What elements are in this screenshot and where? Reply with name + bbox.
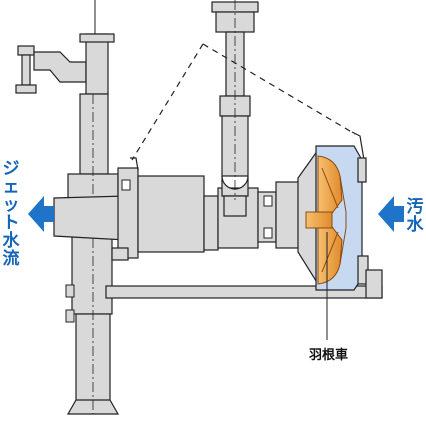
dirty-water-label: 汚水 xyxy=(406,197,424,235)
body-bolts xyxy=(121,179,273,239)
dirty-water-arrow xyxy=(378,196,404,232)
jet-nozzle xyxy=(53,195,127,241)
lift-hook-right xyxy=(351,131,365,161)
impeller-label: 羽根車 xyxy=(309,348,349,363)
lift-hook-left xyxy=(130,157,139,171)
riser-column xyxy=(66,93,120,415)
jet-flow-arrow xyxy=(28,196,54,232)
column-lugs xyxy=(65,284,75,323)
lifting-chain-lines xyxy=(131,43,356,161)
jet-flow-label: ジェット水流 xyxy=(2,159,20,269)
pump-body xyxy=(111,167,305,261)
discharge-elbow xyxy=(15,33,115,95)
impeller-shape xyxy=(305,155,347,285)
